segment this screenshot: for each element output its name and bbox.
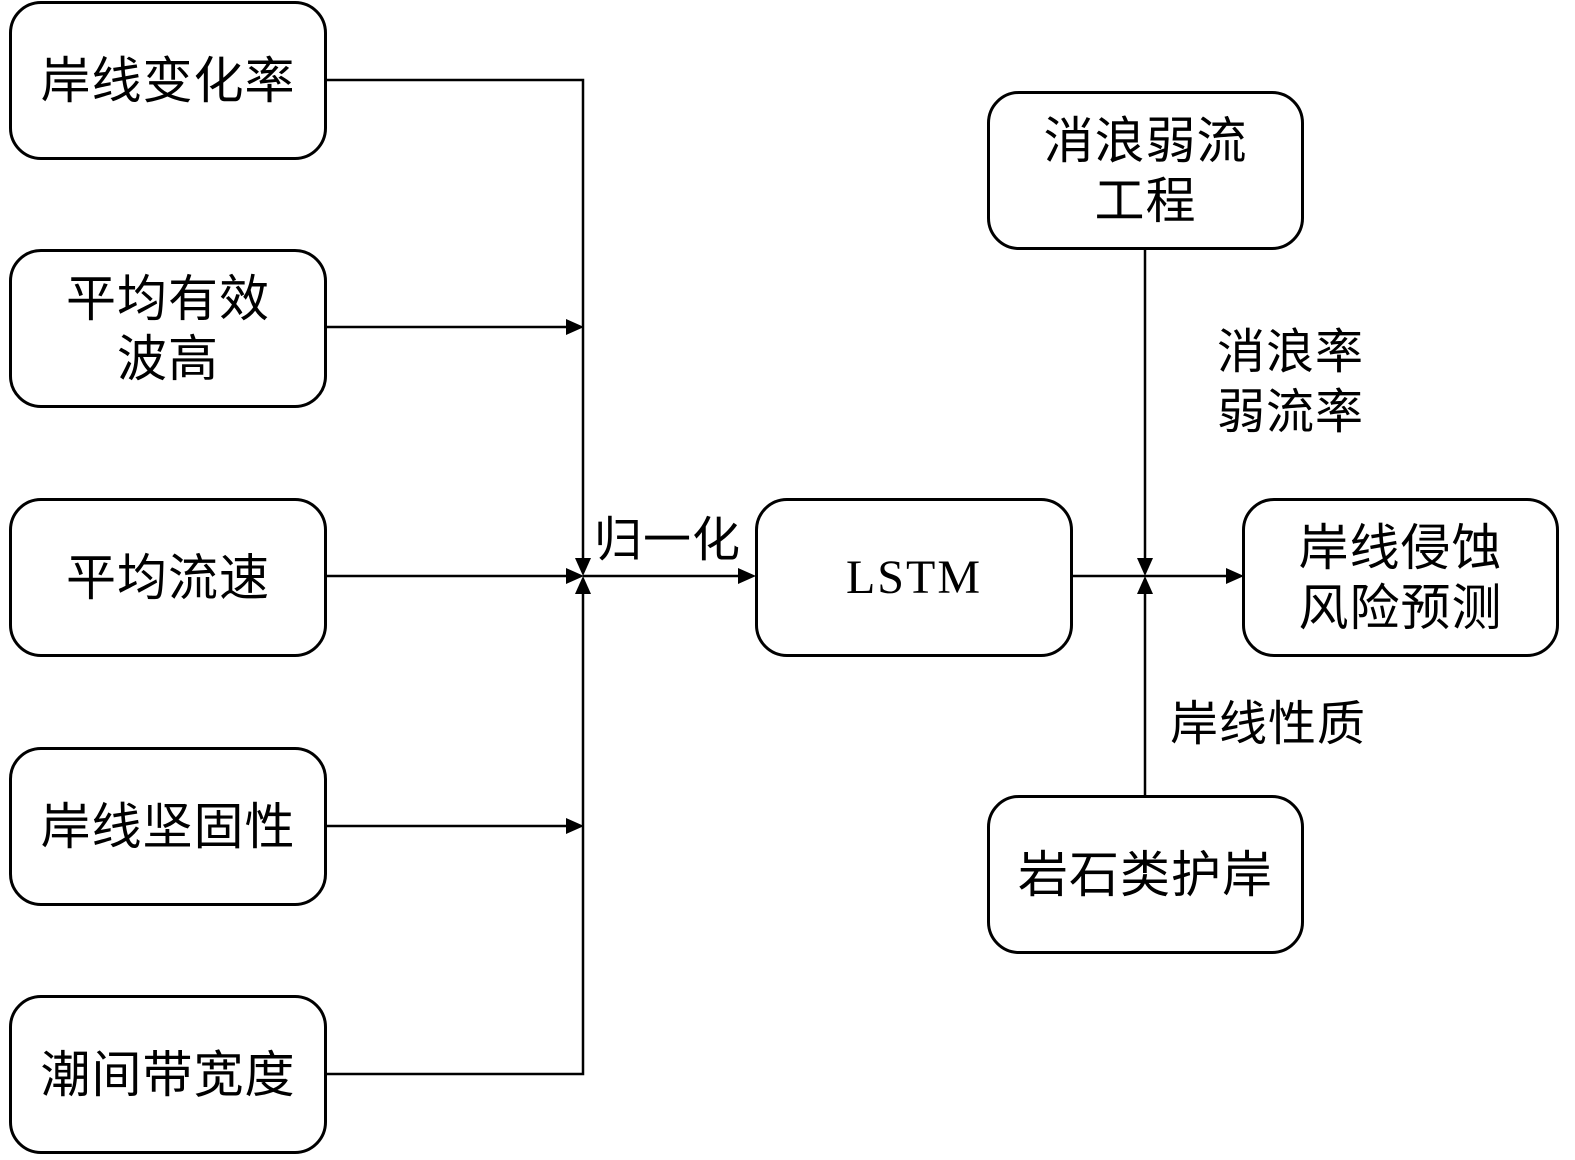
node-intertidal-width: 潮间带宽度	[9, 995, 327, 1154]
node-breakwater-project: 消浪弱流 工程	[987, 91, 1304, 250]
node-erosion-risk-prediction-text: 岸线侵蚀 风险预测	[1298, 518, 1503, 637]
node-lstm-text: LSTM	[845, 550, 982, 604]
wire-intertidal-width	[326, 585, 585, 1076]
shoreline-property-label: 岸线性质	[1170, 696, 1367, 752]
arrowhead-rock-revetment	[1137, 576, 1153, 594]
arrowhead-wave-height	[566, 319, 584, 335]
node-shoreline-change-rate-text: 岸线变化率	[40, 51, 296, 110]
node-breakwater-project-text: 消浪弱流 工程	[1043, 111, 1248, 230]
arrowhead-lstm	[738, 568, 756, 584]
arrowhead-output	[1226, 568, 1244, 584]
wire-shoreline-change-rate	[326, 78, 585, 568]
node-rock-revetment: 岩石类护岸	[987, 795, 1304, 954]
breakwater-effect-label: 消浪率 弱流率	[1217, 324, 1365, 440]
node-shoreline-firmness-text: 岸线坚固性	[40, 797, 296, 856]
node-rock-revetment-text: 岩石类护岸	[1018, 845, 1273, 904]
node-mean-current-speed-text: 平均流速	[66, 548, 270, 607]
node-mean-current-speed: 平均流速	[9, 498, 327, 657]
node-mean-wave-height-text: 平均有效 波高	[66, 269, 270, 388]
node-shoreline-firmness: 岸线坚固性	[9, 747, 327, 906]
normalization-label: 归一化	[594, 512, 742, 568]
node-lstm: LSTM	[755, 498, 1073, 657]
node-intertidal-width-text: 潮间带宽度	[40, 1045, 296, 1104]
arrowhead-intertidal-width	[575, 576, 591, 594]
arrowhead-current-speed	[566, 568, 584, 584]
node-erosion-risk-prediction: 岸线侵蚀 风险预测	[1242, 498, 1559, 657]
node-shoreline-change-rate: 岸线变化率	[9, 1, 327, 160]
arrowhead-change-rate	[575, 558, 591, 576]
arrowhead-firmness	[566, 818, 584, 834]
node-mean-wave-height: 平均有效 波高	[9, 249, 327, 408]
arrowhead-breakwater	[1137, 558, 1153, 576]
